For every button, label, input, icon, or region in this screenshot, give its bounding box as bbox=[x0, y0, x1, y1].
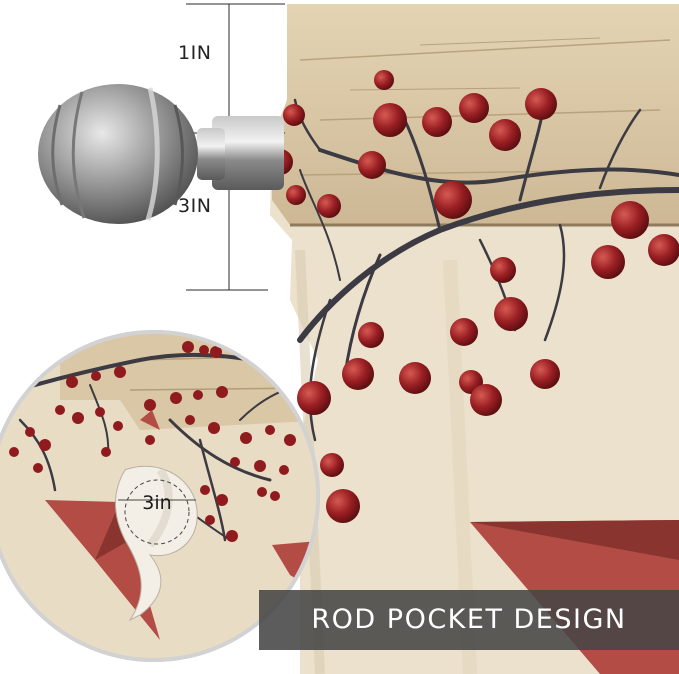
zoom-dimension-label: 3in bbox=[142, 492, 172, 514]
top-dimension-label: 1IN bbox=[178, 42, 212, 64]
banner-text: ROD POCKET DESIGN bbox=[311, 604, 627, 635]
rod-finial-icon bbox=[38, 84, 284, 224]
berries bbox=[267, 70, 679, 523]
feature-banner: ROD POCKET DESIGN bbox=[259, 590, 679, 650]
bottom-dimension-label: 3IN bbox=[178, 195, 212, 217]
